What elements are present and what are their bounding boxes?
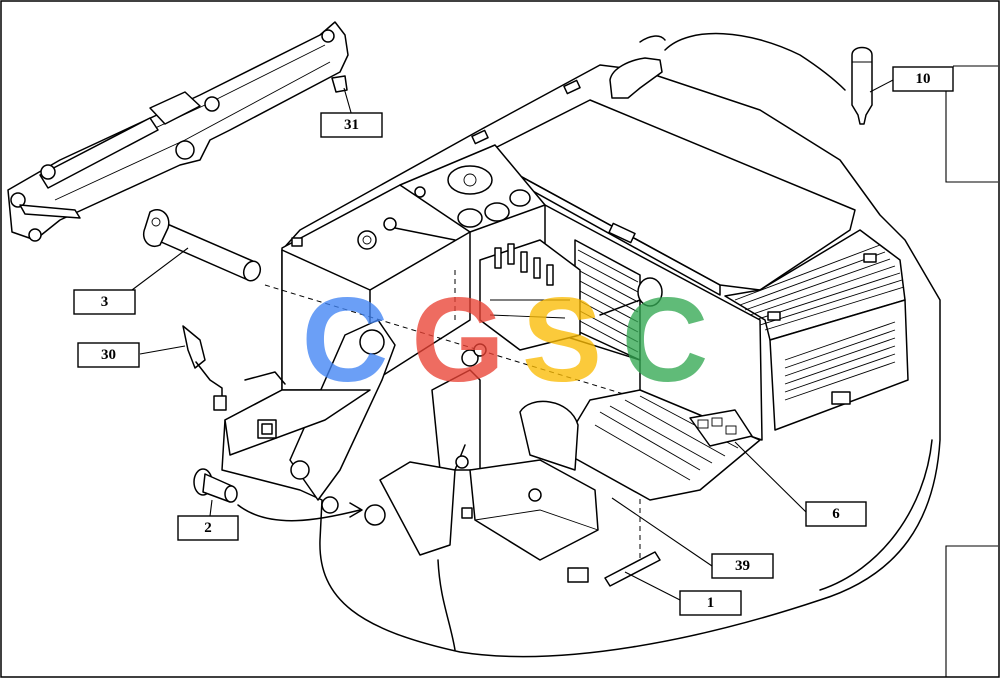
tube-10-illustration: [851, 46, 873, 125]
callout-39-label: 39: [735, 558, 750, 574]
watermark-letter-3: S: [522, 273, 602, 407]
callout-30-label: 30: [101, 347, 116, 363]
callout-3: 3: [73, 289, 136, 315]
callout-31-label: 31: [344, 117, 359, 133]
boom-arm-illustration: [7, 21, 349, 242]
callout-2-label: 2: [204, 520, 212, 536]
machine-body-illustration: [221, 32, 941, 658]
right-frame-box-bottom: [945, 545, 998, 677]
watermark: C G S C: [302, 273, 709, 407]
leader-lines: [131, 79, 894, 601]
watermark-letter-2: G: [411, 273, 504, 407]
callout-30: 30: [77, 342, 140, 368]
callout-31: 31: [320, 112, 383, 138]
callout-2: 2: [177, 515, 239, 541]
callout-10-label: 10: [916, 71, 931, 87]
callout-6-label: 6: [832, 506, 840, 522]
callout-1: 1: [679, 590, 742, 616]
right-frame-box-top: [945, 65, 998, 183]
callout-1-label: 1: [707, 595, 715, 611]
callout-10: 10: [892, 66, 954, 92]
handle-30-illustration: [182, 325, 227, 411]
callout-6: 6: [805, 501, 867, 527]
pin-3-illustration: [143, 208, 262, 282]
callout-39: 39: [711, 553, 774, 579]
pin-2-illustration: [193, 468, 238, 503]
callout-3-label: 3: [101, 294, 109, 310]
watermark-letter-1: C: [302, 273, 389, 407]
watermark-letter-4: C: [622, 273, 709, 407]
